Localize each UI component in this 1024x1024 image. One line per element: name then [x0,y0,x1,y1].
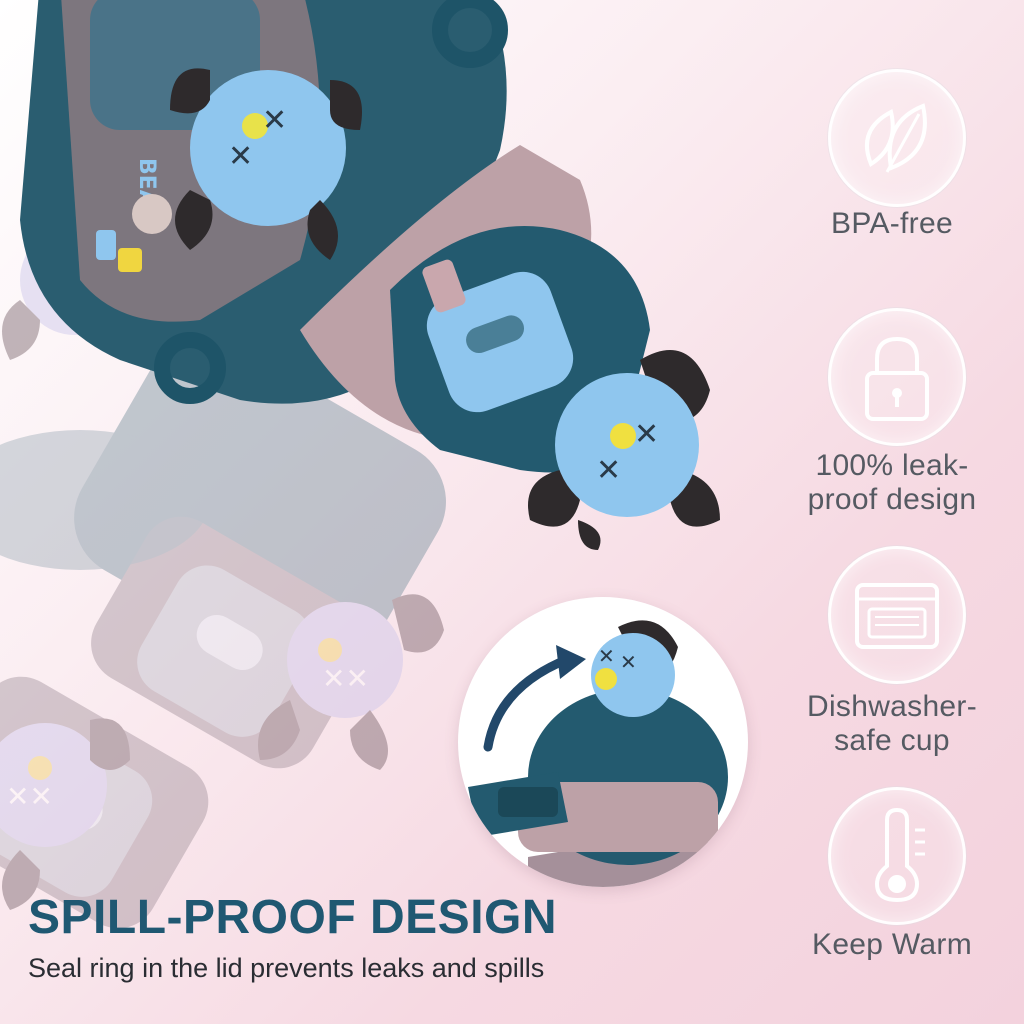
feature-label-line: BPA-free [831,207,953,240]
feature-label-line: Keep Warm [812,928,972,961]
feature-label-line: Dishwasher- [806,690,977,723]
svg-text:✕: ✕ [620,650,637,674]
feature-label-dishwasher: Dishwasher- safe cup [762,690,1022,758]
svg-text:✕: ✕ [596,453,621,488]
bear-sticker: ✕ ✕ BEAR [90,0,362,272]
feature-badge-leak-proof [828,308,966,446]
feature-label-keep-warm: Keep Warm [762,928,1022,962]
feature-label-line: safe cup [834,724,950,757]
feature-label-line: proof design [807,483,977,516]
lock-icon [865,336,929,421]
cartoon-head-topper: ✕ ✕ [528,350,720,550]
svg-text:✕✕: ✕✕ [6,780,53,813]
svg-text:✕: ✕ [634,417,659,452]
feature-badge-keep-warm [828,787,966,925]
headline: SPILL-PROOF DESIGN [28,891,558,944]
thermometer-icon [874,807,925,903]
ghost-bottle-trail: ✕✕ ✕✕ [0,225,446,929]
dishwasher-icon [855,583,939,649]
svg-text:✕: ✕ [228,139,253,174]
leaf-icon [865,103,927,173]
lid-opening-inset: ✕ ✕ [458,597,748,887]
feature-label-line: 100% leak- [815,449,969,482]
subline: Seal ring in the lid prevents leaks and … [28,953,545,983]
lid-opening-illustration: ✕ ✕ [468,620,728,887]
feature-badge-bpa-free [828,69,966,207]
feature-label-leak-proof: 100% leak- proof design [762,449,1022,517]
svg-text:✕✕: ✕✕ [322,662,369,695]
svg-text:✕: ✕ [262,103,287,138]
feature-badge-dishwasher [828,546,966,684]
svg-text:✕: ✕ [598,644,615,668]
feature-label-bpa-free: BPA-free [762,207,1022,241]
